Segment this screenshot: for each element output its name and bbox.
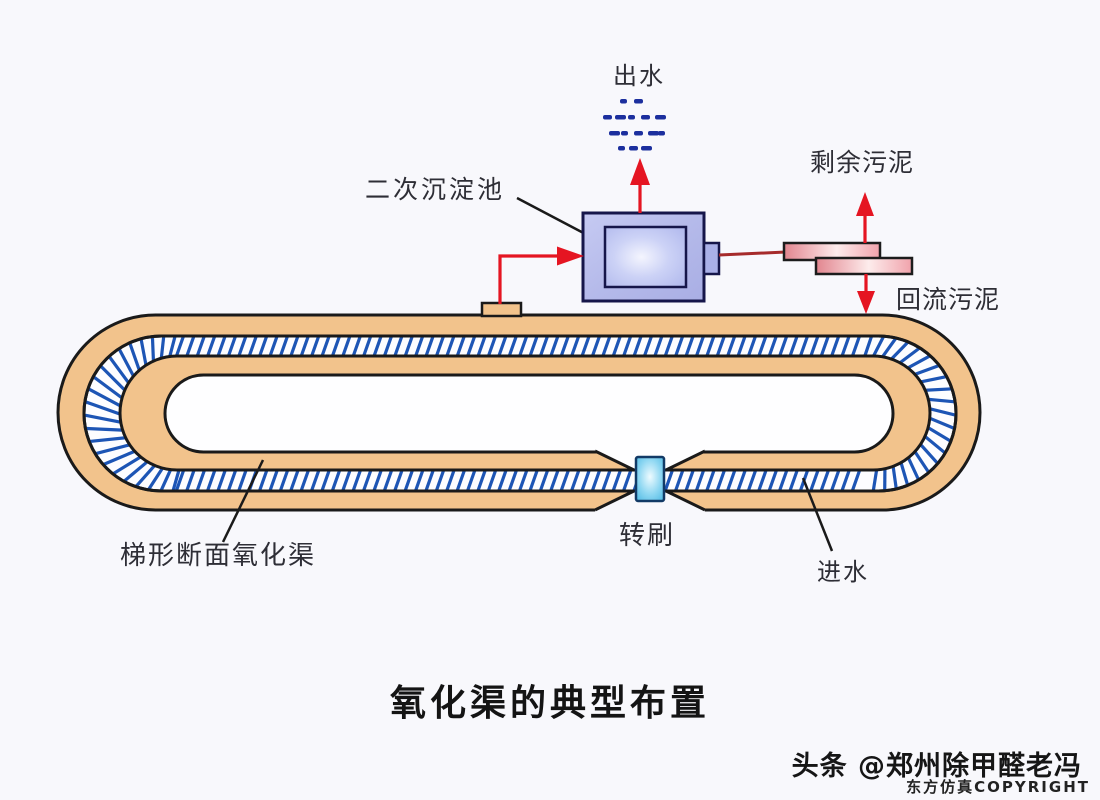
effluent-arrowhead [630,158,650,185]
secondary-clarifier-tank [581,211,721,303]
label-effluent: 出水 [613,64,665,90]
return-sludge-arrowhead [857,291,875,314]
label-rotating-brush: 转刷 [618,521,676,550]
label-secondary-clarifier: 二次沉淀池 [365,177,506,204]
aeration-pipe-tab [480,301,523,318]
influent-pointer-line [801,477,834,552]
sludge-plate-lower [814,256,914,276]
flow-arrows [498,158,914,314]
label-trapezoidal-ditch: 梯形断面氧化渠 [120,541,317,570]
feed-arrowhead [557,246,584,266]
watermark-copyright: 东方仿真COPYRIGHT [906,778,1090,796]
effluent-spray-dots [603,99,666,151]
ditch-island [163,373,895,454]
rotating-brush [634,455,666,503]
sludge-connector-line [718,250,787,257]
diagram-title: 氧化渠的典型布置 [389,683,711,723]
label-excess-sludge: 剩余污泥 [809,150,915,177]
label-return-sludge: 回流污泥 [896,287,1001,314]
hatch-channel-outline [82,334,958,493]
tank-outlet-nub [702,241,721,276]
oxidation-ditch [56,301,982,516]
watermark-author: 头条 @郑州除甲醛老冯 [791,751,1082,782]
excess-sludge-arrowhead [856,192,874,216]
tank-inner [603,225,688,289]
clarifier-pointer-line [516,196,594,240]
trapezoid-pointer-line [221,459,265,543]
feed-pipe-line [498,254,557,304]
label-influent: 进水 [817,560,869,586]
